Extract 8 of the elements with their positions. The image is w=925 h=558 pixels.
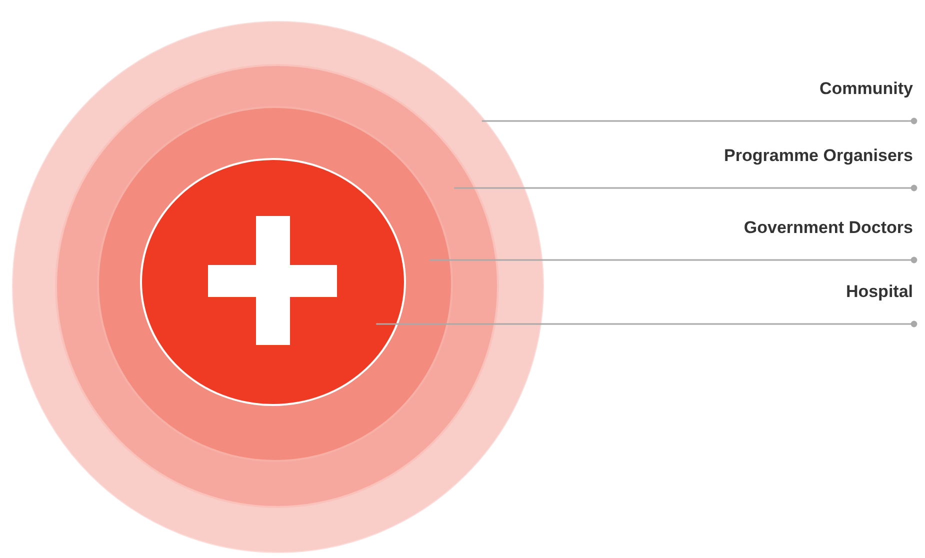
leader-line (376, 320, 918, 328)
ring-label: Hospital (846, 282, 913, 302)
ring-label: Government Doctors (744, 218, 913, 238)
leader-line (454, 184, 918, 192)
leader-line (482, 118, 918, 124)
ring-label: Programme Organisers (724, 146, 913, 166)
ring-label: Community (820, 79, 913, 99)
leader-line (429, 256, 918, 264)
